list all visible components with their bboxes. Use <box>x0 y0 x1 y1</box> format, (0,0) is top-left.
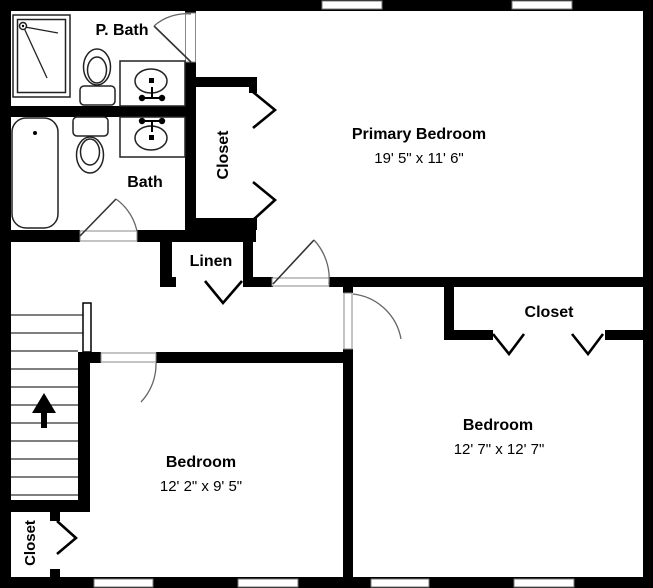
wall-segment <box>444 330 493 340</box>
window <box>93 578 154 588</box>
toilet-tank <box>79 85 116 106</box>
room-label-bath: Bath <box>127 174 163 191</box>
faucet <box>142 87 162 99</box>
wall-segment <box>605 330 643 340</box>
arrow-head <box>32 393 56 413</box>
room-label-primary-closet: Closet <box>215 130 232 180</box>
wall-segment <box>11 500 90 512</box>
room-label-stair-closet: Closet <box>22 520 39 566</box>
door-leaf <box>272 239 315 285</box>
window <box>370 578 430 588</box>
bathtub-outline <box>11 117 59 229</box>
stairs-up-arrow-icon <box>32 393 56 428</box>
fixtures <box>11 14 186 229</box>
wall-segment <box>243 228 253 287</box>
door-leaf <box>153 25 192 63</box>
door-swing <box>352 293 402 340</box>
arrow-stem <box>41 411 47 428</box>
wall-segment <box>329 277 643 287</box>
wall-segment <box>0 577 653 588</box>
bifold-door <box>203 280 243 306</box>
faucet-handle <box>138 94 146 102</box>
wall-segment <box>243 277 273 287</box>
shower-spray-lines <box>23 26 59 79</box>
wall-segment <box>0 0 11 588</box>
door-swing <box>153 13 192 27</box>
faucet-handle <box>158 94 166 102</box>
window <box>321 0 383 10</box>
bifold-door <box>252 90 278 130</box>
sink <box>119 116 186 158</box>
wall-segment <box>343 287 353 293</box>
window <box>513 578 575 588</box>
labels: P. Bath Bath Linen Closet Closet Closet … <box>22 22 574 566</box>
sink <box>119 60 186 107</box>
wall-segment <box>185 62 196 242</box>
room-label-right-closet: Closet <box>525 304 575 321</box>
window <box>237 578 299 588</box>
wall-segment <box>156 352 345 363</box>
wall-segment <box>137 230 256 242</box>
door-swing <box>313 239 330 285</box>
room-dims-bedroom-left: 12' 2" x 9' 5" <box>160 478 242 495</box>
room-dims-bedroom-right: 12' 7" x 12' 7" <box>454 441 545 458</box>
wall-segment <box>249 85 257 93</box>
wall-segment <box>160 277 176 287</box>
room-label-bedroom-left: Bedroom <box>166 454 236 471</box>
door-leaf <box>185 12 196 63</box>
bathtub-drain <box>33 131 37 135</box>
bifold-door <box>491 333 526 357</box>
bifold-door <box>570 333 605 357</box>
wall-segment <box>444 287 454 340</box>
stair-railing <box>82 302 92 353</box>
door-leaf <box>79 198 117 237</box>
wall-segment <box>185 0 196 13</box>
windows <box>93 0 575 588</box>
wall-segment <box>11 230 80 242</box>
room-label-primary-bedroom: Primary Bedroom <box>352 126 486 143</box>
bifold-door <box>56 520 78 555</box>
room-label-linen: Linen <box>190 253 233 270</box>
faucet-handle <box>138 117 146 125</box>
door-swing <box>115 198 138 232</box>
wall-segment <box>343 349 353 588</box>
sink-drain <box>149 135 154 140</box>
faucet-handle <box>158 117 166 125</box>
room-label-bedroom-right: Bedroom <box>463 417 533 434</box>
toilet <box>79 48 116 106</box>
shower <box>12 14 71 98</box>
wall-segment <box>160 242 172 287</box>
wall-segment <box>643 0 653 588</box>
wall-segment <box>185 218 257 230</box>
room-label-p-bath: P. Bath <box>95 22 148 39</box>
wall-segment <box>50 512 60 521</box>
toilet-tank <box>72 116 109 137</box>
wall-segment <box>78 352 90 512</box>
window <box>511 0 573 10</box>
faucet <box>142 120 162 132</box>
bathtub <box>11 117 59 229</box>
doors <box>56 12 605 555</box>
toilet <box>72 116 109 174</box>
bifold-door <box>252 180 277 221</box>
wall-segment <box>11 106 185 117</box>
wall-segment <box>185 77 257 87</box>
shower-head-dot <box>21 24 25 28</box>
wall-segment <box>50 569 60 578</box>
door-leaf <box>100 352 157 363</box>
stairs <box>11 302 92 496</box>
door-swing <box>140 362 157 403</box>
toilet-bowl-inner <box>86 56 108 84</box>
door-leaf <box>271 277 330 287</box>
door-leaf <box>79 230 138 242</box>
door-leaf <box>343 292 353 350</box>
sink-drain <box>149 78 154 83</box>
room-dims-primary-bedroom: 19' 5" x 11' 6" <box>374 150 464 167</box>
toilet-bowl-inner <box>79 138 101 166</box>
